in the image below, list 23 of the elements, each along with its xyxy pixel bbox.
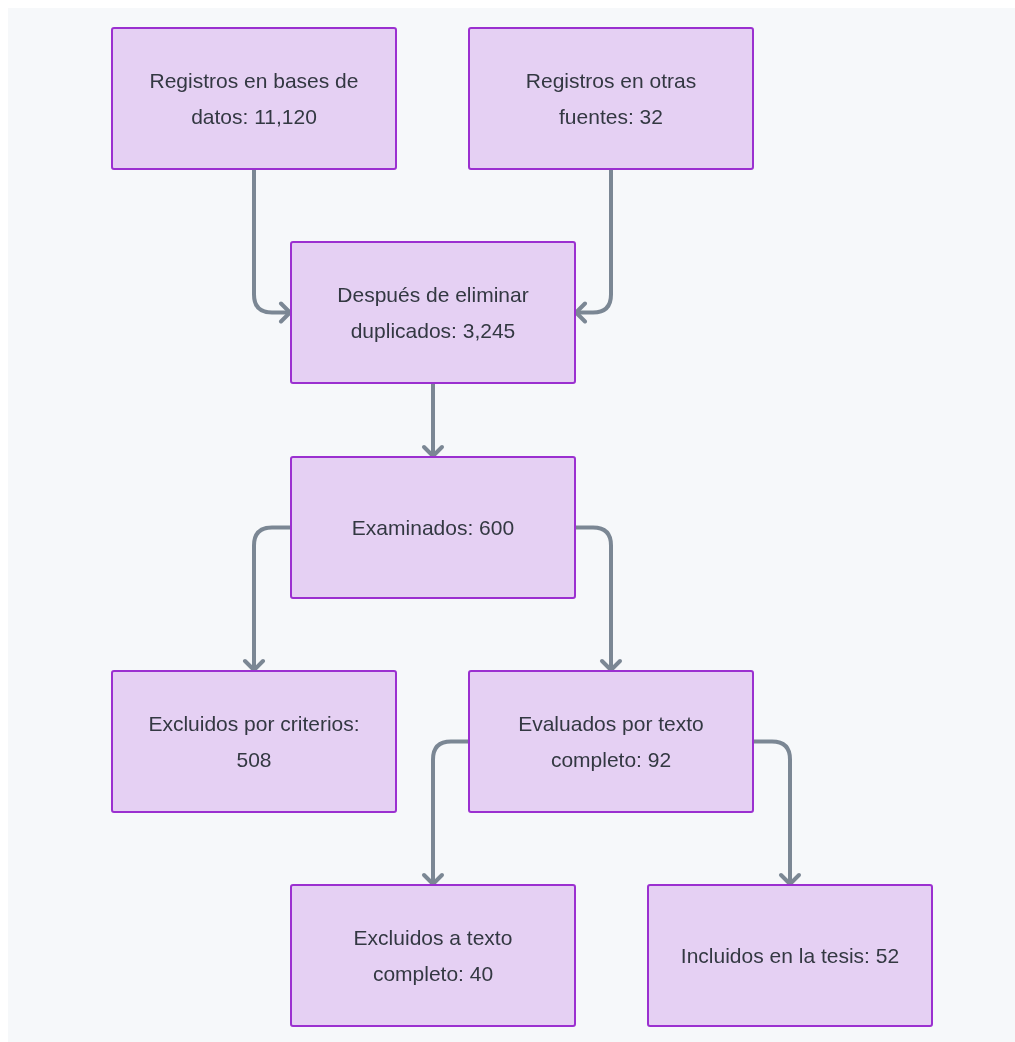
- arrow: [574, 525, 622, 672]
- process-box: [647, 884, 933, 1027]
- box-label: Excluidos por criterios: 508: [147, 710, 361, 773]
- box-label: Registros en bases de datos: 11,120: [148, 67, 360, 130]
- process-box: [468, 27, 754, 170]
- arrow: [574, 168, 613, 324]
- process-box: [290, 241, 576, 384]
- arrow: [422, 739, 470, 886]
- box-label: Excluidos a texto completo: 40: [352, 924, 514, 987]
- arrow: [752, 739, 801, 886]
- process-box: [290, 456, 576, 599]
- arrow: [422, 382, 444, 458]
- box-label: Examinados: 600: [351, 514, 515, 541]
- process-box: [468, 670, 754, 813]
- process-box: [111, 670, 397, 813]
- process-box: [290, 884, 576, 1027]
- arrow: [252, 168, 292, 324]
- box-label: Registros en otras fuentes: 32: [524, 67, 698, 130]
- box-label: Después de eliminar duplicados: 3,245: [336, 281, 530, 344]
- process-box: [111, 27, 397, 170]
- box-label: Incluidos en la tesis: 52: [680, 942, 900, 969]
- box-label: Evaluados por texto completo: 92: [517, 710, 705, 773]
- arrow: [243, 525, 292, 672]
